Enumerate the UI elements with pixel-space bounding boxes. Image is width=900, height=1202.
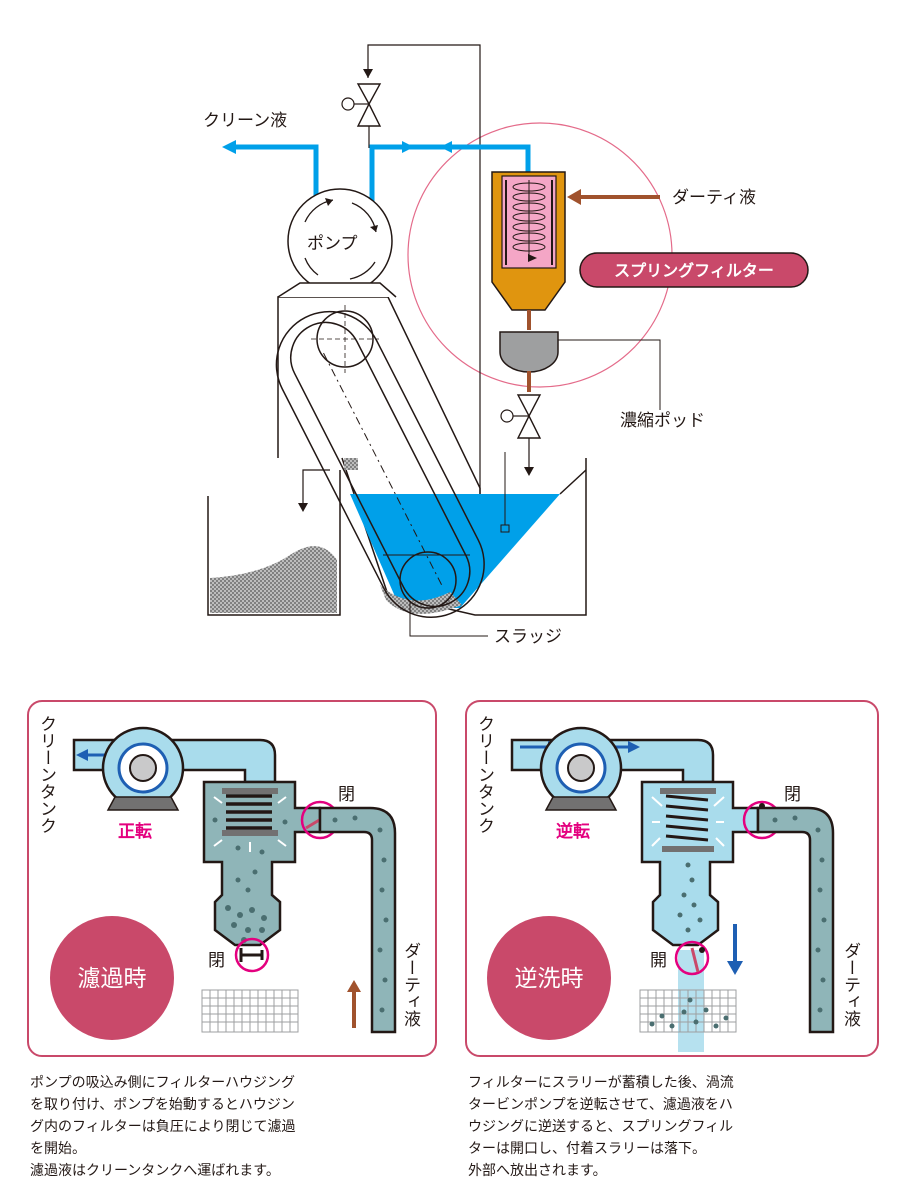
dirty-liquid-label: ダーティ液 [672,188,756,208]
dirty-liquid-label-left: ダーティ液 [400,942,421,1027]
sludge-bin [207,470,341,616]
sludge-label: スラッジ [494,627,562,647]
clean-tank-label-left: クリーンタンク [36,715,56,834]
caption-backwash: フィルターにスラリーが蓄積した後、渦流 タービンポンプを逆転させて、濾過液をハ … [468,1075,734,1179]
pump: ポンプ [287,188,393,294]
top-valve [341,83,382,148]
dirty-liquid-label-right: ダーティ液 [840,942,861,1027]
rotation-label-left: 正転 [118,821,152,842]
spring-filter [491,171,566,311]
lower-valve [500,394,542,476]
bypass-line [367,44,481,560]
valve-top-label-left: 閉 [338,785,355,805]
valve-bottom-left [234,937,270,973]
caption-filtering: ポンプの吸込み側にフィルターハウジング を取り付け、ポンプを始動するとハウジン … [30,1075,296,1179]
svg-text:スプリングフィルター: スプリングフィルター [614,261,774,280]
valve-bottom-right [674,940,710,976]
mode-label-left: 濾過時 [78,966,147,992]
spring-filter-badge: スプリングフィルター [579,252,809,288]
conveyor [275,282,587,618]
valve-bottom-label-left: 閉 [208,951,225,971]
top-system: クリーン液 ポンプ [203,44,809,647]
panel-filtering: クリーンタンク 正転 閉 閉 [27,700,437,1057]
rotation-label-right: 逆転 [556,821,590,842]
panel-backwash: クリーンタンク 逆転 閉 開 [465,700,879,1057]
concentration-pod: 濃縮ポッド [499,310,705,431]
clean-pipe [232,144,319,200]
valve-bottom-label-right: 開 [650,951,667,971]
clean-tank-label-right: クリーンタンク [474,715,494,834]
mode-label-right: 逆洗時 [515,966,584,992]
clean-liquid-label: クリーン液 [203,111,287,131]
pod-label: 濃縮ポッド [620,411,705,431]
pump-label: ポンプ [307,234,358,254]
valve-top-label-right: 閉 [784,785,801,805]
